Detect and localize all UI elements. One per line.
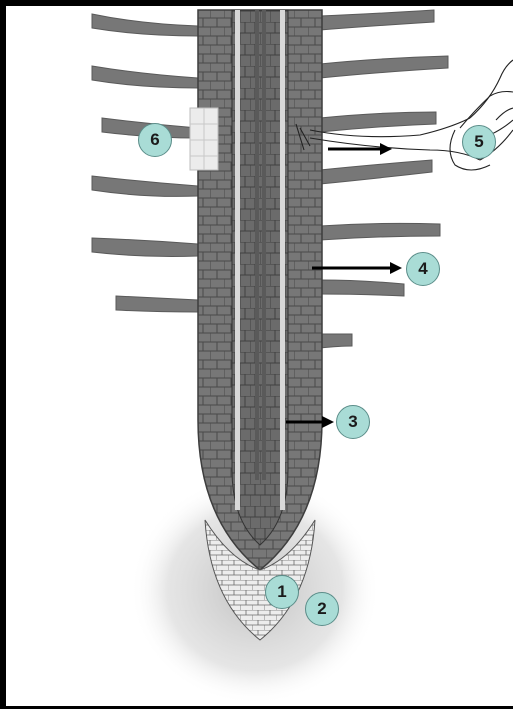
label-3: 3 xyxy=(336,405,370,439)
label-6: 6 xyxy=(138,123,172,157)
root-body xyxy=(198,10,322,570)
arrow-4 xyxy=(312,262,402,274)
label-1: 1 xyxy=(265,575,299,609)
label-4: 4 xyxy=(406,252,440,286)
label-5: 5 xyxy=(462,125,496,159)
label-2: 2 xyxy=(305,592,339,626)
root-hairs-right xyxy=(320,10,448,348)
differentiating-cells xyxy=(190,108,218,170)
root-hairs-left xyxy=(92,14,198,312)
